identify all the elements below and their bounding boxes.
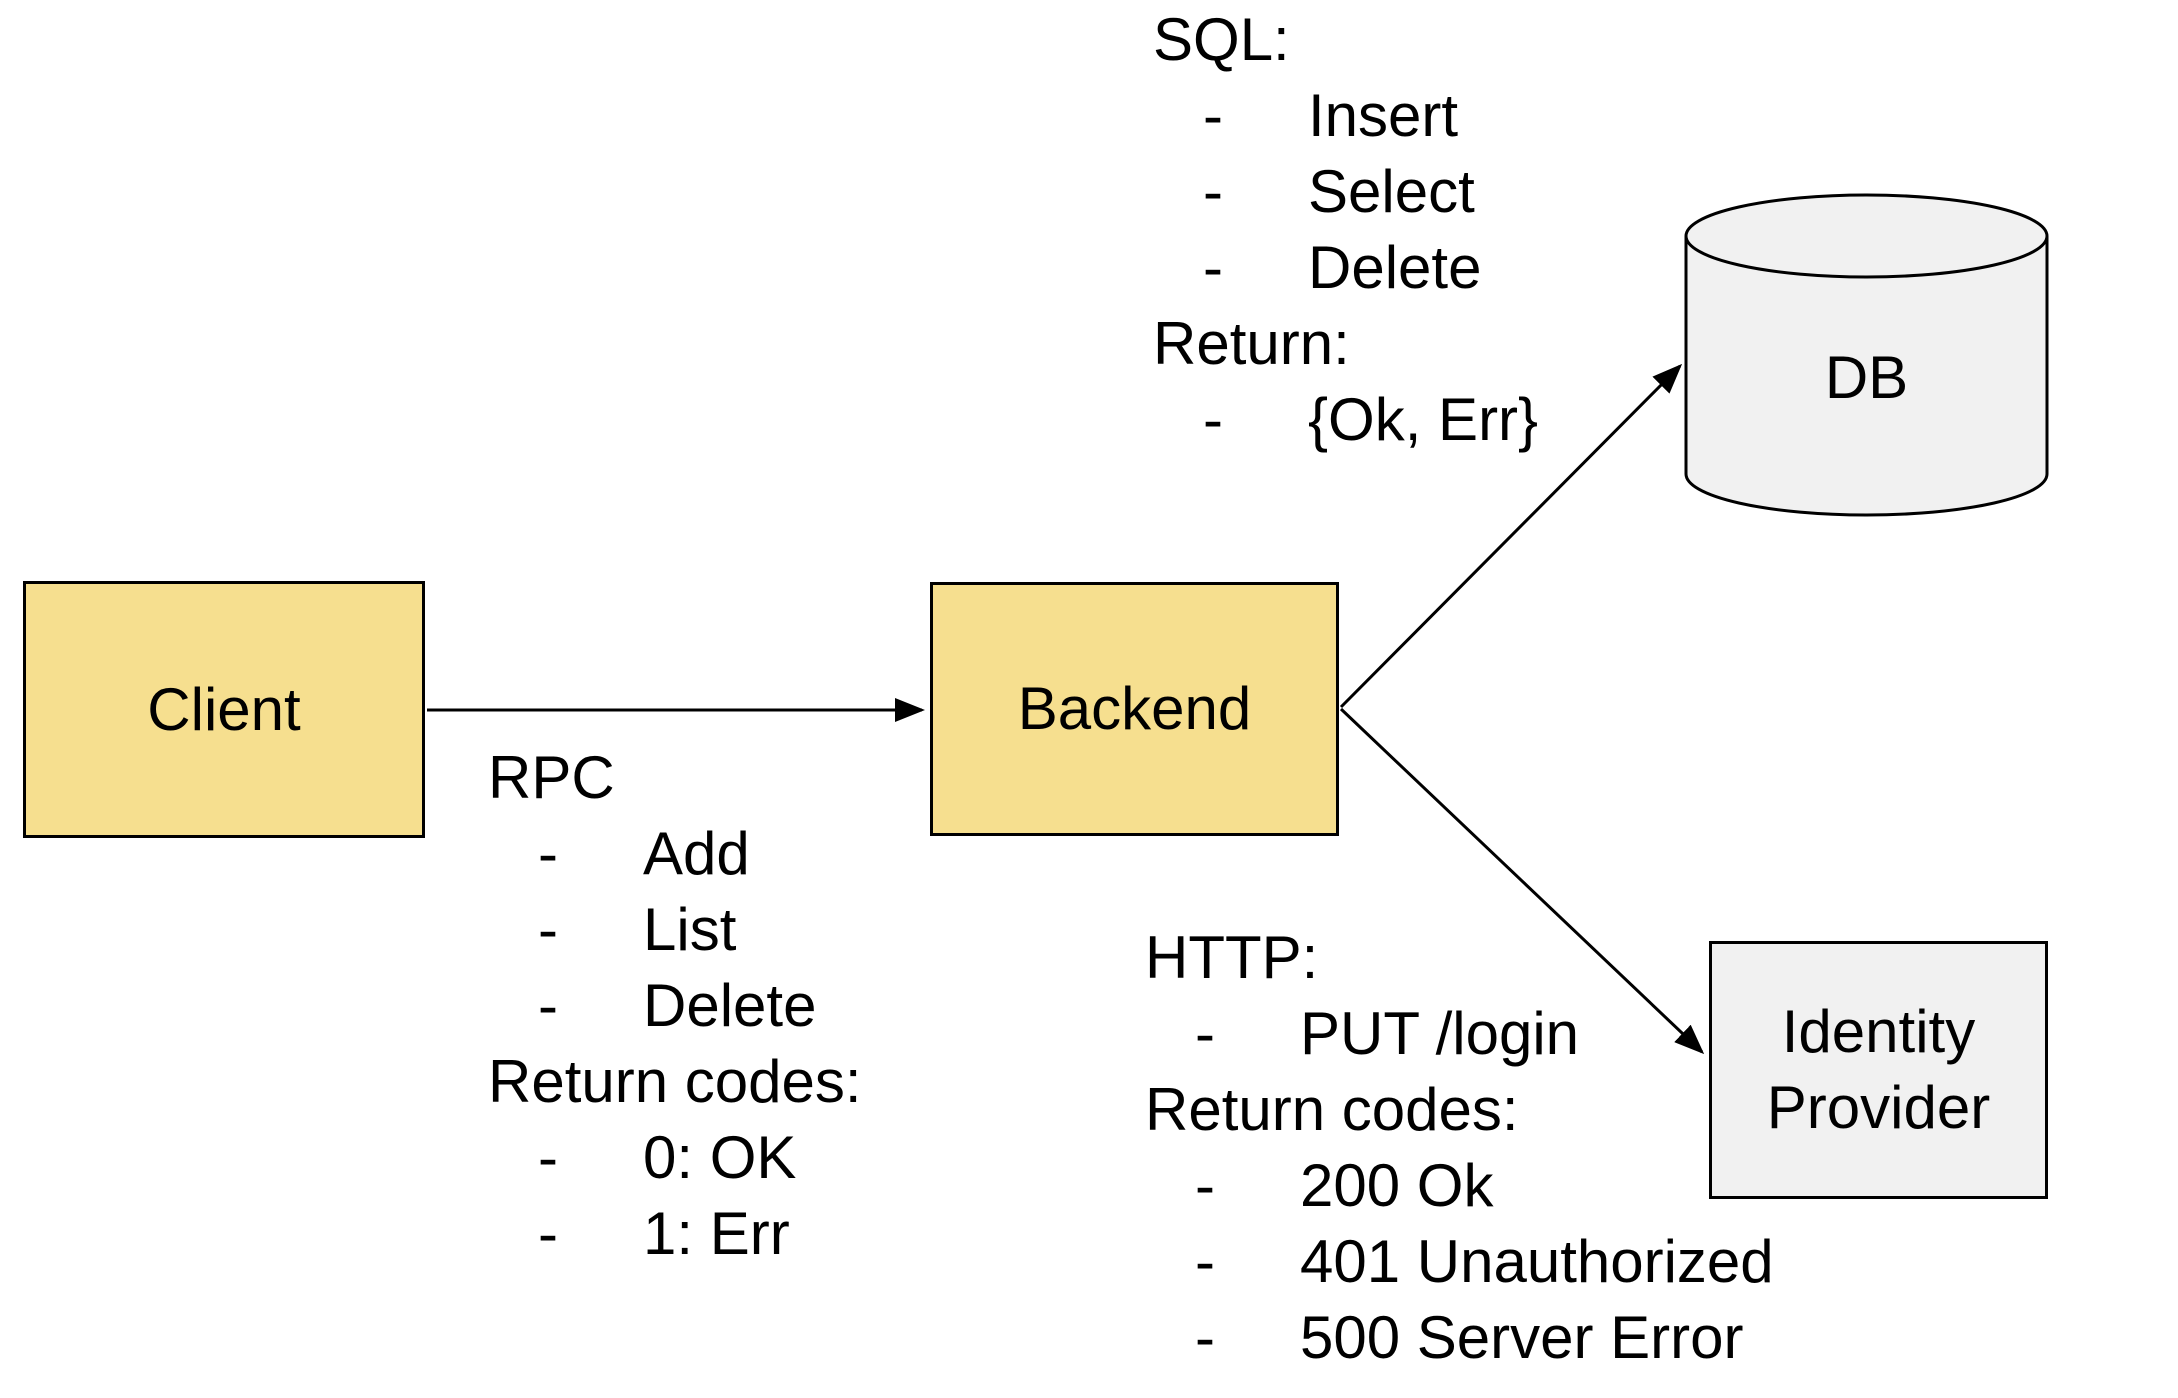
http-return-heading: Return codes:: [1145, 1076, 1519, 1143]
http-item-text: PUT /login: [1300, 1000, 1580, 1067]
http-item-text: 200 Ok: [1300, 1152, 1494, 1219]
rpc-return-heading: Return codes:: [488, 1048, 862, 1115]
rpc-item: - Delete: [488, 968, 862, 1044]
bullet-dash: -: [538, 896, 558, 963]
rpc-item-text: Delete: [643, 972, 817, 1039]
sql-item: - Insert: [1153, 78, 1538, 154]
http-item: - 401 Unauthorized: [1145, 1224, 1774, 1300]
backend-node-label: Backend: [1017, 675, 1252, 742]
sql-item-text: {Ok, Err}: [1308, 386, 1539, 453]
bullet-dash: -: [1195, 1000, 1215, 1067]
bullet-dash: -: [1203, 82, 1223, 149]
http-heading: HTTP:: [1145, 924, 1319, 991]
bullet-dash: -: [1203, 386, 1223, 453]
rpc-item-text: 1: Err: [643, 1200, 790, 1267]
bullet-dash: -: [1203, 234, 1223, 301]
bullet-dash: -: [538, 820, 558, 887]
rpc-item: - List: [488, 892, 862, 968]
rpc-item-text: Add: [643, 820, 750, 887]
db-cylinder-shape: [1684, 193, 2049, 517]
sql-heading: SQL:: [1153, 6, 1290, 73]
sql-item-text: Delete: [1308, 234, 1482, 301]
db-node-label: DB: [1824, 344, 1909, 411]
bullet-dash: -: [538, 1124, 558, 1191]
client-node: Client: [23, 581, 425, 838]
http-item-text: 500 Server Error: [1300, 1304, 1744, 1371]
sql-return-heading: Return:: [1153, 310, 1350, 377]
rpc-annotation-block: RPC - Add - List - Delete Return codes: - 0:…: [488, 740, 862, 1272]
bullet-dash: -: [1195, 1304, 1215, 1371]
http-item-text: 401 Unauthorized: [1300, 1228, 1774, 1295]
bullet-dash: -: [1195, 1152, 1215, 1219]
rpc-item: - Add: [488, 816, 862, 892]
sql-item: - {Ok, Err}: [1153, 382, 1538, 458]
bullet-dash: -: [538, 972, 558, 1039]
rpc-item-text: List: [643, 896, 737, 963]
bullet-dash: -: [1203, 158, 1223, 225]
backend-node: Backend: [930, 582, 1339, 836]
client-node-label: Client: [147, 675, 301, 743]
backend-to-identity-arrow: [1339, 707, 1705, 1055]
sql-item: - Delete: [1153, 230, 1538, 306]
sql-item-text: Insert: [1308, 82, 1459, 149]
http-annotation-block: HTTP: -PUT /login Return codes: -200 Ok …: [1145, 920, 1774, 1376]
bullet-dash: -: [538, 1200, 558, 1267]
identity-provider-node-label: Identity Provider: [1766, 998, 1991, 1141]
http-item: - 500 Server Error: [1145, 1300, 1774, 1376]
backend-to-db-arrow: [1339, 363, 1683, 709]
sql-annotation-block: SQL: - Insert - Select - Delete Return: - {O…: [1153, 2, 1538, 458]
sql-item-text: Select: [1308, 158, 1475, 225]
rpc-item-text: 0: OK: [643, 1124, 797, 1191]
sql-item: - Select: [1153, 154, 1538, 230]
identity-provider-node: Identity Provider: [1709, 941, 2048, 1199]
http-item: - 200 Ok: [1145, 1148, 1774, 1224]
http-item: - PUT /login: [1145, 996, 1774, 1072]
bullet-dash: -: [1195, 1228, 1215, 1295]
rpc-heading: RPC: [488, 744, 615, 811]
rpc-item: - 0: OK: [488, 1120, 862, 1196]
rpc-item: - 1: Err: [488, 1196, 862, 1272]
